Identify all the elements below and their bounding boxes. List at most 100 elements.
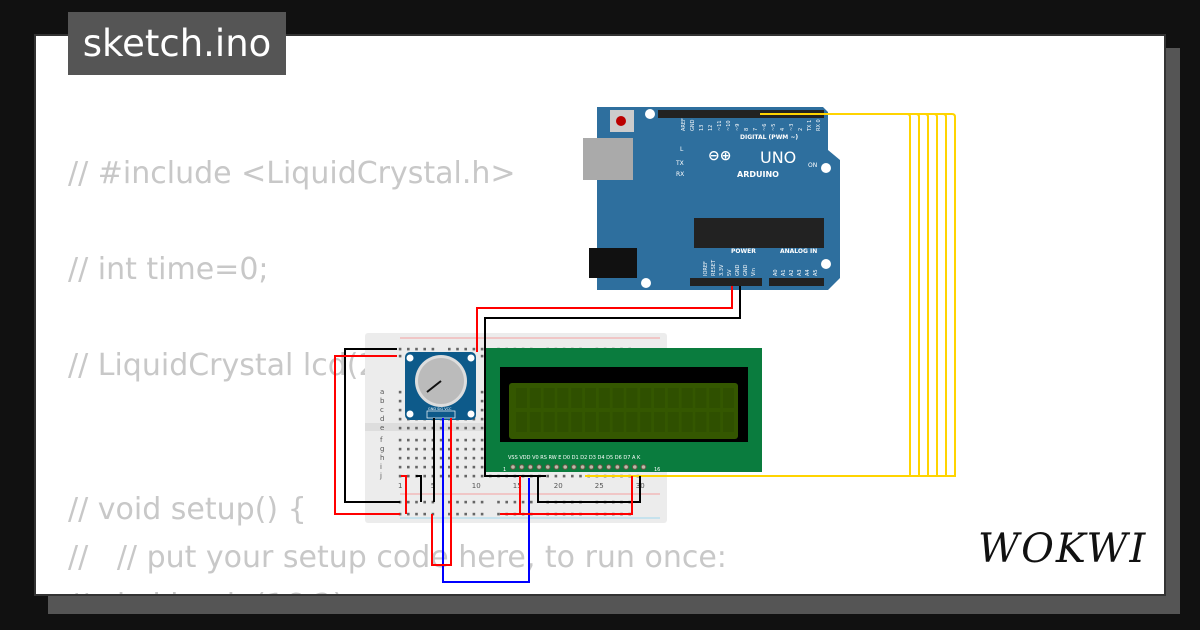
lcd-pin[interactable] [536, 464, 542, 470]
code-line: // int time=0; [68, 252, 269, 287]
breadboard-hole [456, 456, 459, 460]
breadboard-rail-hole [480, 347, 484, 351]
breadboard-hole [398, 399, 402, 403]
breadboard-hole [562, 474, 566, 478]
lcd-char-cell [571, 412, 583, 432]
breadboard-hole [415, 426, 418, 430]
arduino-uno[interactable]: DIGITAL (PWM ~) ARDUINO UNO ⊖⊕ ON L TX R… [583, 107, 840, 290]
breadboard-rail-hole [480, 512, 484, 516]
breadboard-rail-hole [480, 500, 484, 504]
wire-vcc-rail [334, 355, 400, 515]
lcd-char-cell [695, 388, 707, 408]
breadboard-col-label: 20 [554, 482, 563, 490]
breadboard-hole [480, 456, 484, 460]
code-line: // #include <LiquidCrystal.h> [68, 156, 516, 191]
arduino-pin-label: A3 [797, 269, 803, 276]
breadboard-rail-hole [415, 512, 418, 516]
breadboard-rail-hole [497, 512, 500, 516]
breadboard-row-label: j [379, 472, 382, 480]
lcd-pin[interactable] [562, 464, 569, 470]
breadboard-rail-hole [521, 500, 525, 504]
lcd-1602[interactable]: VSS VDD V0 RS RW E D0 D1 D2 D3 D4 D5 D6 … [484, 348, 762, 473]
arduino-pin-label: ~9 [735, 124, 741, 131]
breadboard-rail-hole [431, 347, 435, 351]
breadboard-hole [439, 426, 443, 430]
lcd-pin-first: 1 [503, 467, 506, 473]
breadboard-hole [464, 465, 467, 469]
arduino-model: UNO [760, 148, 796, 167]
breadboard-rail-hole [423, 500, 426, 504]
lcd-pin[interactable] [623, 464, 629, 470]
arduino-pin-label: 3.3V [719, 264, 725, 276]
breadboard-hole [448, 474, 451, 478]
wokwi-logo: WOKWI [978, 526, 1148, 572]
breadboard-hole [398, 390, 402, 394]
lcd-char-cell [654, 388, 665, 408]
potentiometer[interactable]: GND SIG VCC [405, 352, 476, 420]
breadboard-hole [431, 426, 435, 430]
breadboard-row-label: b [380, 397, 385, 405]
lcd-char-cell [667, 412, 679, 432]
pot-knob-indicator[interactable] [426, 380, 442, 393]
breadboard-hole [423, 465, 426, 469]
breadboard-hole [423, 474, 426, 478]
lcd-pin[interactable] [571, 464, 577, 470]
arduino-pin-label: ~10 [726, 120, 732, 131]
lcd-char-cell [598, 388, 610, 408]
lcd-char-cell [681, 388, 693, 408]
breadboard-hole [480, 426, 484, 430]
infinity-logo-icon: ⊖⊕ [708, 148, 731, 164]
breadboard-hole [407, 465, 410, 469]
lcd-pin[interactable] [510, 464, 516, 470]
power-header [690, 278, 762, 286]
breadboard-hole [546, 474, 549, 478]
lcd-pin[interactable] [545, 464, 551, 470]
breadboard-rail-hole [497, 500, 500, 504]
arduino-pin-label: TX 1 [807, 120, 813, 132]
breadboard-rail-hole [431, 500, 435, 504]
breadboard-rail-hole [472, 347, 476, 351]
breadboard-hole [464, 438, 467, 442]
arduino-pin-label: A0 [773, 269, 779, 276]
breadboard-rail-hole [407, 512, 410, 516]
lcd-pin[interactable] [632, 464, 638, 470]
wire-pot-vcc [431, 418, 452, 566]
breadboard-hole [407, 447, 410, 451]
breadboard-rail-hole [398, 500, 402, 504]
lcd-pin[interactable] [605, 464, 612, 470]
lcd-char-cell [723, 412, 734, 432]
lcd-pin[interactable] [640, 464, 647, 470]
lcd-pin[interactable] [614, 464, 621, 470]
lcd-pin[interactable] [588, 464, 595, 470]
lcd-pin[interactable] [553, 464, 560, 470]
lcd-pin[interactable] [518, 464, 525, 470]
breadboard-hole [472, 447, 476, 451]
lcd-pin[interactable] [527, 464, 534, 470]
breadboard-hole [464, 456, 467, 460]
breadboard-hole [407, 456, 410, 460]
breadboard-hole [431, 456, 435, 460]
breadboard-rail-hole [398, 512, 402, 516]
breadboard-rail-hole [464, 512, 467, 516]
arduino-pin-label: GND [690, 119, 696, 131]
breadboard-hole [448, 465, 451, 469]
breadboard-hole [423, 447, 426, 451]
breadboard-hole [439, 456, 443, 460]
arduino-pin-label: 12 [708, 125, 714, 131]
wire-gnd [484, 286, 741, 477]
breadboard-hole [431, 447, 435, 451]
analog-label: ANALOG IN [780, 248, 817, 255]
breadboard-rail-hole [407, 347, 410, 351]
breadboard-row-label: g [380, 445, 384, 453]
code-line: // lcd.begin(16,2); [68, 588, 354, 594]
lcd-pin[interactable] [597, 464, 603, 470]
arduino-pin-label: A4 [805, 269, 811, 276]
lcd-pin[interactable] [579, 464, 586, 470]
arduino-pin-label: ~5 [771, 124, 777, 131]
wires [334, 113, 956, 583]
lcd-char-cell [543, 388, 555, 408]
arduino-pin-label: 7 [753, 128, 759, 131]
breadboard-rail-hole [505, 500, 508, 504]
breadboard-hole [398, 456, 402, 460]
breadboard-hole [456, 465, 459, 469]
